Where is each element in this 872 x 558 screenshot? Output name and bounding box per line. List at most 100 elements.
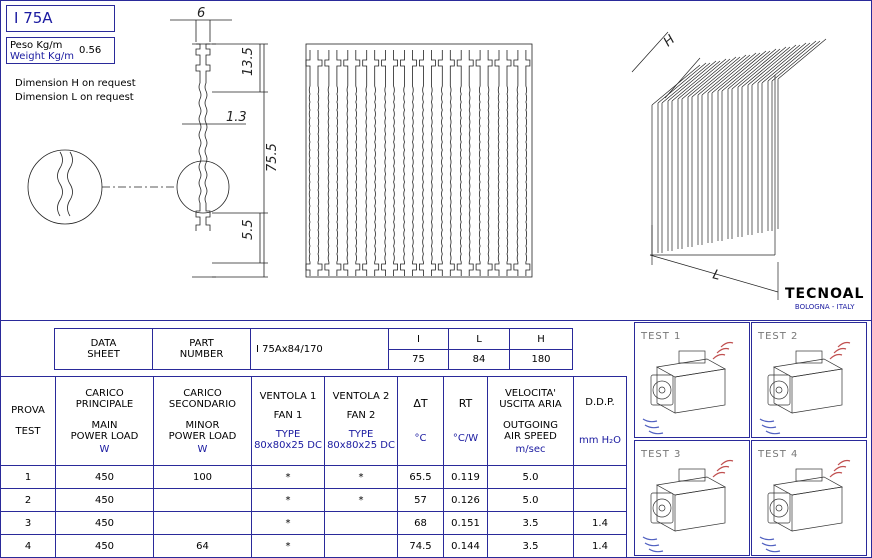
cell-vel: 3.5 — [487, 511, 574, 535]
section-fin — [412, 50, 417, 276]
cell-minor: 64 — [153, 534, 252, 558]
section-fin — [374, 50, 380, 276]
iso-fin — [771, 38, 827, 231]
cell-main: 450 — [55, 534, 154, 558]
test-tile-label: TEST 1 — [641, 331, 682, 342]
note-dimension-h: Dimension H on request — [15, 78, 136, 89]
section-fin — [468, 50, 474, 276]
cell-minor: 100 — [153, 465, 252, 489]
cell-main: 450 — [55, 465, 154, 489]
cell-fan1: * — [251, 488, 325, 512]
dim-iso-h: H — [661, 32, 678, 50]
iso-fin — [691, 54, 747, 247]
detail-circle-large — [27, 149, 103, 225]
test-tile-2: TEST 2 — [751, 322, 867, 438]
cell-vel: 3.5 — [487, 534, 574, 558]
header-ddp: D.D.P. mm H₂O — [573, 376, 627, 466]
col-i-value: 75 — [388, 349, 449, 370]
section-fin — [475, 50, 481, 276]
dim-5-5: 5.5 — [241, 219, 256, 240]
section-fin — [419, 50, 424, 276]
cell-vel: 5.0 — [487, 488, 574, 512]
cell-rt: 0.144 — [443, 534, 488, 558]
cell-rt: 0.126 — [443, 488, 488, 512]
cell-fan2: * — [324, 465, 398, 489]
iso-fin — [651, 62, 707, 255]
heatsink-fan-icon — [759, 459, 851, 553]
section-fin — [400, 50, 405, 276]
section-fin — [513, 50, 519, 276]
header-delta-t: ΔT °C — [397, 376, 444, 466]
test-tile-label: TEST 4 — [758, 449, 799, 460]
section-fin — [506, 50, 512, 276]
cell-ddp — [573, 465, 627, 489]
cell-n: 3 — [0, 511, 56, 535]
cell-fan2 — [324, 511, 398, 535]
cell-main: 450 — [55, 511, 154, 535]
iso-fin — [661, 60, 717, 253]
test-tile-1: TEST 1 — [634, 322, 750, 438]
section-fin — [525, 50, 531, 276]
test-tile-label: TEST 3 — [641, 449, 682, 460]
heatsink-section-view — [305, 43, 533, 278]
section-fin — [430, 50, 436, 276]
iso-fin — [671, 58, 727, 251]
iso-fin — [721, 48, 777, 241]
header-rt: RT °C/W — [443, 376, 488, 466]
section-fin — [355, 50, 361, 276]
iso-fin — [711, 50, 767, 243]
cell-dt: 68 — [397, 511, 444, 535]
iso-fin — [741, 44, 797, 237]
iso-fin — [731, 46, 787, 239]
dim-iso-l: L — [711, 267, 722, 283]
dim-75-5: 75.5 — [265, 143, 280, 172]
iso-fin — [751, 42, 807, 235]
header-fan2: VENTOLA 2 FAN 2 TYPE 80x80x25 DC — [324, 376, 398, 466]
cell-dt: 65.5 — [397, 465, 444, 489]
cell-minor — [153, 511, 252, 535]
cell-fan1: * — [251, 511, 325, 535]
col-l-value: 84 — [448, 349, 510, 370]
isometric-heatsink — [631, 31, 827, 300]
dim-6: 6 — [197, 6, 205, 21]
note-dimension-l: Dimension L on request — [15, 92, 134, 103]
iso-fin — [761, 40, 817, 233]
section-fin — [437, 50, 443, 276]
cell-rt: 0.151 — [443, 511, 488, 535]
section-fin — [381, 50, 387, 276]
cell-n: 1 — [0, 465, 56, 489]
weight-value: 0.56 — [79, 45, 102, 56]
test-tile-3: TEST 3 — [634, 440, 750, 556]
section-fin — [456, 50, 462, 276]
cell-fan2 — [324, 534, 398, 558]
section-fin — [324, 50, 330, 276]
section-fin — [305, 50, 311, 276]
section-fin — [487, 50, 493, 276]
section-fin — [449, 50, 455, 276]
section-fin — [393, 50, 398, 276]
cell-ddp — [573, 488, 627, 512]
weight-box: Peso Kg/m Weight Kg/m 0.56 — [6, 37, 115, 64]
dim-1-3: 1.3 — [226, 110, 247, 125]
test-tile-label: TEST 2 — [758, 331, 799, 342]
iso-fin — [681, 56, 737, 249]
iso-fin — [701, 52, 757, 245]
weight-label-it: Peso Kg/m — [10, 40, 63, 51]
header-fan1: VENTOLA 1 FAN 1 TYPE 80x80x25 DC — [251, 376, 325, 466]
part-number-value: I 75Ax84/170 — [250, 328, 389, 370]
col-l-label: L — [448, 328, 510, 350]
section-fin — [343, 50, 349, 276]
col-h-label: H — [509, 328, 573, 350]
cell-fan1: * — [251, 534, 325, 558]
detail-circle-small — [176, 160, 230, 214]
